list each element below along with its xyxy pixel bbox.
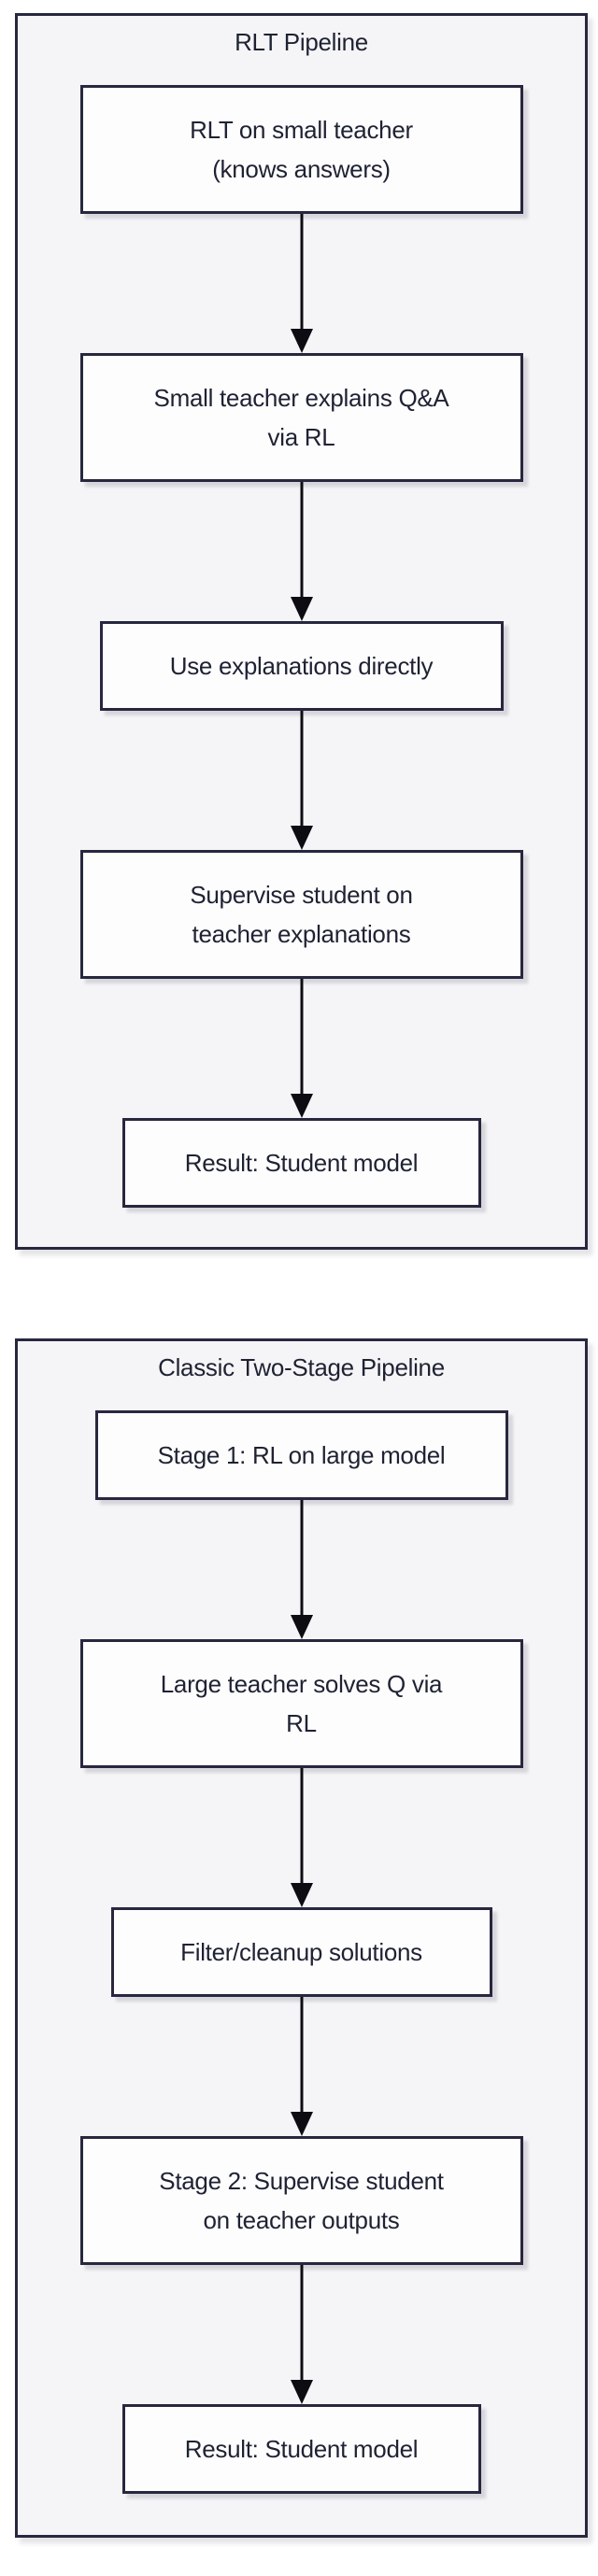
- node-stage1-rl-on-large-model: Stage 1: RL on large model: [94, 1410, 508, 1500]
- arrow-head-icon: [290, 1883, 313, 1907]
- node-supervise-student-on-explanations: Supervise student on teacher explanation…: [79, 850, 523, 979]
- flow-arrow: [290, 711, 314, 850]
- flow-arrow: [290, 979, 314, 1118]
- arrow-head-icon: [290, 1094, 313, 1118]
- arrow-line: [300, 482, 303, 599]
- arrow-head-icon: [290, 329, 313, 353]
- arrow-line: [300, 1997, 303, 2114]
- flow-arrow: [290, 482, 314, 621]
- flow-arrow: [290, 2265, 314, 2404]
- pipeline-classic-title: Classic Two-Stage Pipeline: [158, 1353, 445, 1381]
- flow-arrow: [290, 1997, 314, 2136]
- flow-arrow: [290, 1768, 314, 1907]
- node-large-teacher-solves-q: Large teacher solves Q via RL: [79, 1639, 523, 1768]
- flow-arrow: [290, 214, 314, 353]
- arrow-head-icon: [290, 1615, 313, 1639]
- arrow-line: [300, 1500, 303, 1617]
- arrow-head-icon: [290, 2112, 313, 2136]
- arrow-line: [300, 1768, 303, 1885]
- arrow-head-icon: [290, 597, 313, 621]
- pipeline-rlt-title: RLT Pipeline: [235, 28, 368, 56]
- pipeline-rlt-frame: RLT Pipeline RLT on small teacher (knows…: [15, 13, 588, 1250]
- flow-arrow: [290, 1500, 314, 1639]
- arrow-line: [300, 711, 303, 828]
- arrow-line: [300, 979, 303, 1096]
- node-result-student-model-2: Result: Student model: [121, 2404, 481, 2494]
- arrow-line: [300, 214, 303, 331]
- node-stage2-supervise-student: Stage 2: Supervise student on teacher ou…: [79, 2136, 523, 2265]
- node-small-teacher-explains-qa: Small teacher explains Q&A via RL: [79, 353, 523, 482]
- arrow-line: [300, 2265, 303, 2382]
- node-result-student-model: Result: Student model: [121, 1118, 481, 1208]
- arrow-head-icon: [290, 2380, 313, 2404]
- node-use-explanations-directly: Use explanations directly: [99, 621, 504, 711]
- arrow-head-icon: [290, 826, 313, 850]
- pipeline-classic-frame: Classic Two-Stage Pipeline Stage 1: RL o…: [15, 1338, 588, 2538]
- node-rlt-on-small-teacher: RLT on small teacher (knows answers): [79, 85, 523, 214]
- node-filter-cleanup-solutions: Filter/cleanup solutions: [110, 1907, 492, 1997]
